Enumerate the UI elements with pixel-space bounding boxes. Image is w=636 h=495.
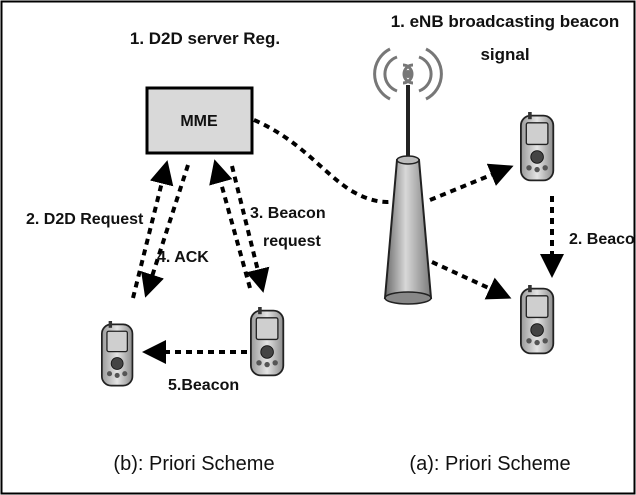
b-step1-label: 1. D2D server Reg. (130, 29, 280, 48)
phone-icon (250, 305, 285, 377)
a-step2-label: 2. Beacon (569, 231, 636, 248)
mme-to-enb-link (253, 118, 412, 204)
mme-box: MME (145, 86, 254, 155)
phone-icon (520, 110, 555, 182)
broadcast-arrow-lower (431, 260, 512, 300)
mme-label: MME (180, 113, 218, 130)
b-step5-label: 5.Beacon (168, 377, 239, 394)
b-step4-label: 4. ACK (157, 249, 209, 266)
a-step1-label-line1: 1. eNB broadcasting beacon (391, 12, 620, 31)
d2d-request-arrow (131, 160, 174, 299)
b-step2-label: 2. D2D Request (26, 211, 144, 228)
b-caption: (b): Priori Scheme (113, 453, 274, 475)
beacon-request-arrow-down (230, 165, 270, 293)
a-caption: (a): Priori Scheme (409, 453, 570, 475)
antenna-icon (383, 85, 433, 305)
phone-icon (101, 319, 134, 387)
phone-icon (520, 283, 555, 355)
beacon-request-arrow-up (209, 159, 252, 289)
signal-waves-icon (373, 47, 443, 101)
b-step3-label-line1: 3. Beacon (250, 205, 326, 222)
a-step1-label-line2: signal (480, 45, 529, 64)
ack-arrow (141, 164, 190, 298)
b-step3-label-line2: request (263, 233, 321, 250)
broadcast-arrow-upper (429, 163, 514, 202)
